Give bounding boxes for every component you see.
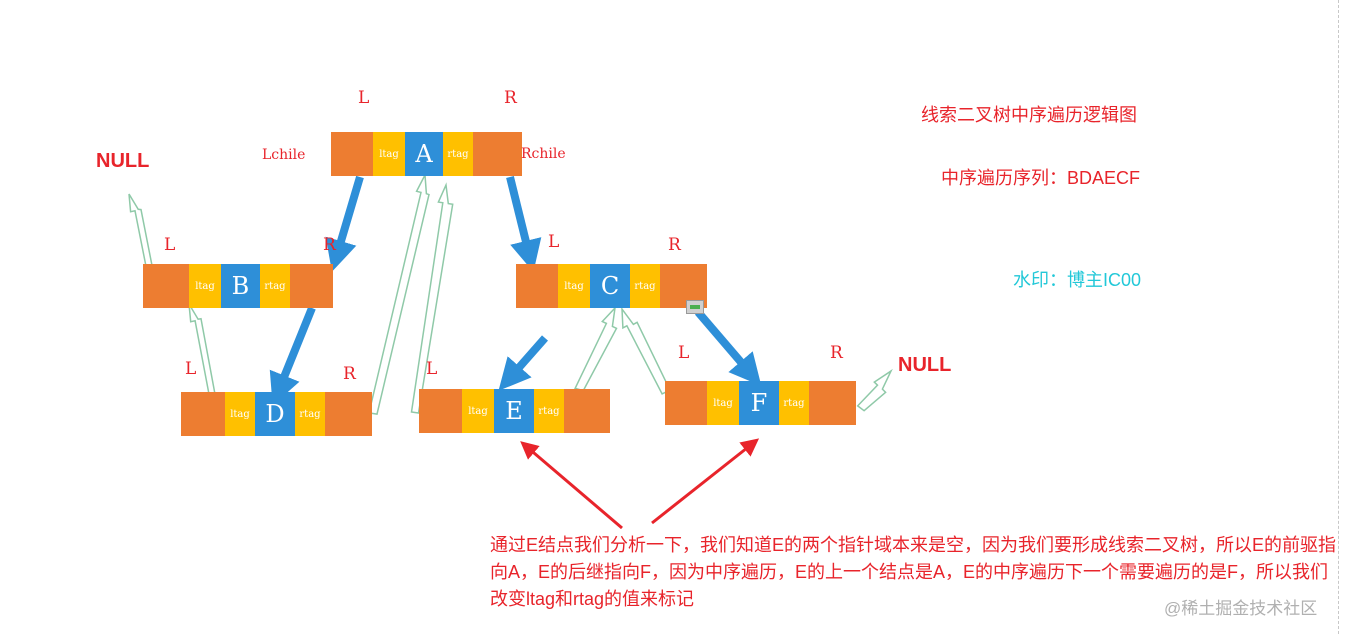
page-edge-line: [1338, 0, 1339, 634]
site-watermark: @稀土掘金技术社区: [1164, 599, 1318, 618]
data-field-A: A: [405, 132, 443, 176]
thread-arrow-D-A: [368, 172, 430, 415]
null-label-left: NULL: [96, 150, 150, 172]
child-arrow-A-B: [325, 175, 364, 272]
data-field-D: D: [255, 392, 295, 436]
child-arrow-C-F: [694, 309, 762, 386]
lchild-field-C: [516, 264, 558, 308]
thread-arrow-D-B: [188, 303, 217, 402]
thread-arrow-F-null: [856, 368, 893, 412]
explanation-note: 通过E结点我们分析一下，我们知道E的两个指针域本来是空，因为我们要形成线索二叉树…: [490, 535, 1337, 609]
label-L-A: L: [358, 88, 370, 108]
lchild-field-B: [143, 264, 189, 308]
node-F: ltag F rtag: [665, 381, 856, 425]
author-watermark-text: 水印：博主IC00: [1013, 270, 1142, 290]
data-field-B: B: [221, 264, 260, 308]
label-lchild: Lchile: [262, 147, 306, 163]
annotation-arrow-F: [651, 438, 760, 525]
label-R-B: R: [323, 235, 336, 255]
ltag-field-D: ltag: [225, 392, 255, 436]
inorder-sequence: 中序遍历序列：BDAECF: [941, 168, 1141, 188]
ltag-field-A: ltag: [373, 132, 405, 176]
label-L-F: L: [678, 343, 690, 363]
thread-arrow-F-C: [621, 306, 672, 395]
lchild-field-D: [181, 392, 225, 436]
label-L-C: L: [548, 232, 560, 252]
rtag-field-F: rtag: [779, 381, 809, 425]
thread-arrow-E-A: [410, 182, 454, 414]
rtag-field-D: rtag: [295, 392, 325, 436]
label-L-B: L: [164, 235, 176, 255]
ltag-field-E: ltag: [462, 389, 494, 433]
rchild-field-A: [473, 132, 522, 176]
lchild-field-E: [419, 389, 462, 433]
label-L-E: L: [426, 359, 438, 379]
node-B: ltag B rtag: [143, 264, 333, 308]
annotation-arrow-E: [520, 441, 623, 530]
ltag-field-F: ltag: [707, 381, 739, 425]
data-field-C: C: [590, 264, 630, 308]
thread-arrow-E-C: [574, 305, 618, 392]
resize-handle[interactable]: [686, 300, 704, 314]
rtag-field-C: rtag: [630, 264, 660, 308]
label-L-D: L: [185, 359, 197, 379]
child-arrow-A-C: [506, 176, 542, 272]
node-D: ltag D rtag: [181, 392, 372, 436]
child-arrow-B-D: [269, 306, 316, 406]
node-E: ltag E rtag: [419, 389, 610, 433]
data-field-F: F: [739, 381, 779, 425]
ltag-field-B: ltag: [189, 264, 221, 308]
rtag-field-E: rtag: [534, 389, 564, 433]
label-R-A: R: [504, 88, 517, 108]
label-R-D: R: [343, 364, 356, 384]
child-arrow-C-E: [498, 335, 549, 391]
rchild-field-B: [290, 264, 333, 308]
diagram-title: 线索二叉树中序遍历逻辑图: [921, 105, 1137, 125]
label-rchild: Rchile: [521, 146, 566, 162]
lchild-field-A: [331, 132, 373, 176]
node-A: ltag A rtag: [331, 132, 522, 176]
ltag-field-C: ltag: [558, 264, 590, 308]
node-C: ltag C rtag: [516, 264, 707, 308]
lchild-field-F: [665, 381, 707, 425]
rchild-field-F: [809, 381, 856, 425]
rtag-field-A: rtag: [443, 132, 473, 176]
data-field-E: E: [494, 389, 534, 433]
label-R-F: R: [830, 343, 843, 363]
rchild-field-D: [325, 392, 372, 436]
label-R-C: R: [668, 235, 681, 255]
null-label-right: NULL: [898, 354, 952, 376]
rchild-field-E: [564, 389, 610, 433]
rtag-field-B: rtag: [260, 264, 290, 308]
